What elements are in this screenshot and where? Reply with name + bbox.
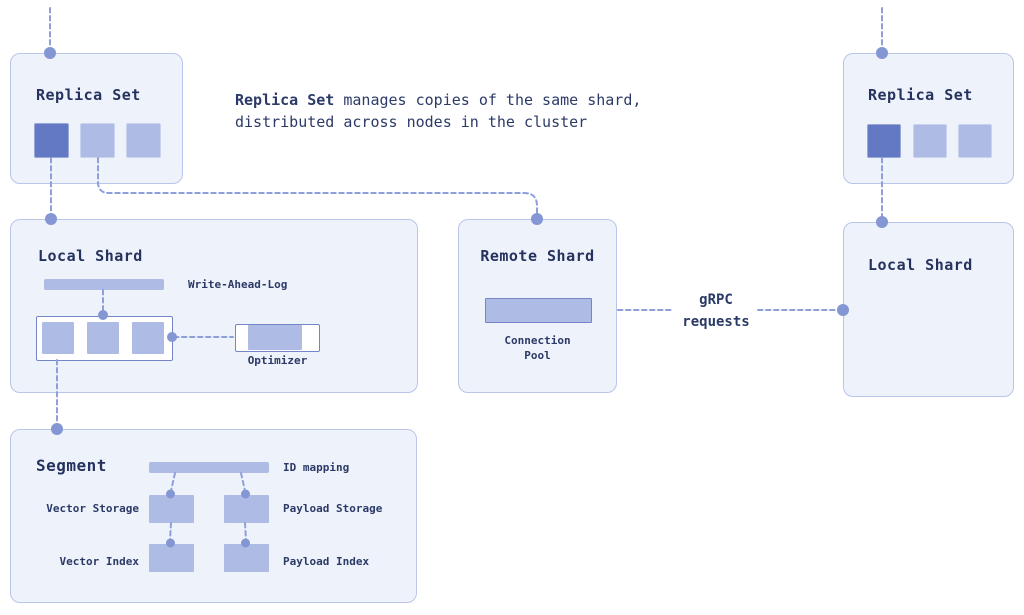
segment-square xyxy=(42,322,74,354)
segment-box: Segment ID mapping Vector Storage Payloa… xyxy=(10,429,417,603)
vector-index-rect xyxy=(149,544,194,572)
local-shard-left-title: Local Shard xyxy=(38,247,143,265)
vector-storage-rect xyxy=(149,495,194,523)
connection-pool-bar xyxy=(485,298,592,323)
annotation-line-1: Replica Set manages copies of the same s… xyxy=(235,91,642,109)
write-ahead-log-label: Write-Ahead-Log xyxy=(188,278,288,291)
optimizer-gauge xyxy=(235,324,320,352)
payload-storage-label: Payload Storage xyxy=(283,502,383,515)
payload-index-label: Payload Index xyxy=(283,555,370,568)
replica-node-active-square xyxy=(34,123,69,158)
connection-pool-label: Connection Pool xyxy=(504,334,571,362)
remote-shard-box: Remote Shard Connection Pool xyxy=(458,219,617,393)
replica-node-square xyxy=(913,124,947,158)
remote-shard-title: Remote Shard xyxy=(480,247,595,265)
id-mapping-label: ID mapping xyxy=(283,461,350,474)
payload-index-rect xyxy=(224,544,269,572)
payload-storage-rect xyxy=(224,495,269,523)
local-shard-right-box: Local Shard xyxy=(843,222,1014,397)
replica-set-left-title: Replica Set xyxy=(36,86,141,104)
segment-square xyxy=(132,322,164,354)
replica-node-square xyxy=(958,124,992,158)
segments-container xyxy=(36,316,173,361)
replica-set-right-box: Replica Set xyxy=(843,53,1014,184)
grpc-requests-label: gRPC requests xyxy=(682,292,750,330)
segment-square xyxy=(87,322,119,354)
annotation-text: Replica Set manages copies of the same s… xyxy=(235,89,641,133)
replica-node-square xyxy=(126,123,161,158)
replica-node-active-square xyxy=(867,124,901,158)
optimizer-label: Optimizer xyxy=(247,354,308,367)
id-mapping-bar xyxy=(149,462,269,473)
replica-set-left-box: Replica Set xyxy=(10,53,183,184)
annotation-line-2: distributed across nodes in the cluster xyxy=(235,113,588,131)
optimizer-gauge-fill xyxy=(248,325,302,350)
vector-index-label: Vector Index xyxy=(59,555,139,568)
write-ahead-log-bar xyxy=(44,279,164,290)
segment-title: Segment xyxy=(36,456,107,475)
local-shard-right-title: Local Shard xyxy=(868,256,973,274)
vector-storage-label: Vector Storage xyxy=(46,502,139,515)
replica-set-right-title: Replica Set xyxy=(868,86,973,104)
local-shard-left-box: Local Shard Write-Ahead-Log Optimizer xyxy=(10,219,418,393)
replica-node-square xyxy=(80,123,115,158)
